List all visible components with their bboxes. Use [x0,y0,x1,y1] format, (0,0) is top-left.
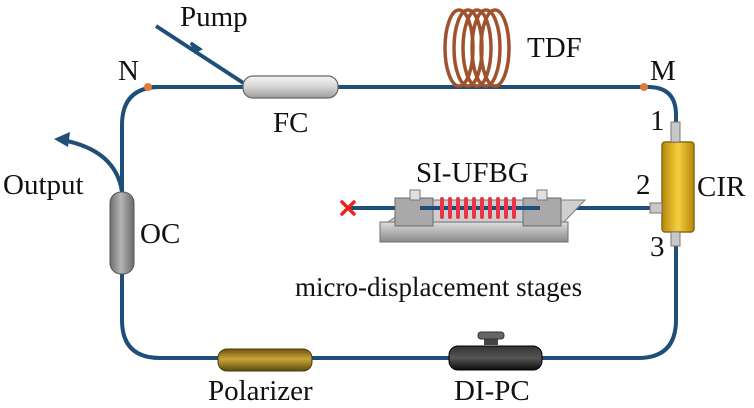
circulator-port-2 [649,202,663,214]
si-ufbg-label: SI-UFBG [416,157,529,189]
tdf-label: TDF [527,32,582,64]
port-3-label: 3 [650,231,665,263]
micro-displacement-stages [379,189,587,243]
node-n-label: N [118,55,139,87]
cir-label: CIR [697,171,746,203]
fiber-ring [120,85,678,360]
node-m-label: M [650,55,676,87]
di-pc [448,331,543,371]
di-pc-label: DI-PC [454,375,530,407]
port-2-label: 2 [636,169,651,201]
polarizer-label: Polarizer [208,375,313,407]
fc-label: FC [273,107,308,139]
circulator-port-3 [670,231,681,247]
fiber-terminator-icon [340,200,356,216]
tdf-coil [443,8,511,88]
port-1-label: 1 [650,105,665,137]
node-n-marker [144,83,152,91]
output-label: Output [3,169,84,201]
polarizer [217,348,313,372]
stages-label: micro-displacement stages [295,272,582,302]
pump-fiber [154,24,250,88]
ufbg-grating [440,197,516,219]
output-fiber [61,138,124,193]
fiber-coupler [242,75,339,99]
pump-arrow-icon [189,41,203,53]
output-coupler [109,191,135,275]
circulator-port-1 [670,121,681,143]
pump-label: Pump [180,1,248,33]
output-arrow-icon [54,132,70,147]
oc-label: OC [140,218,180,250]
circulator [661,141,695,233]
node-m-marker [640,83,648,91]
